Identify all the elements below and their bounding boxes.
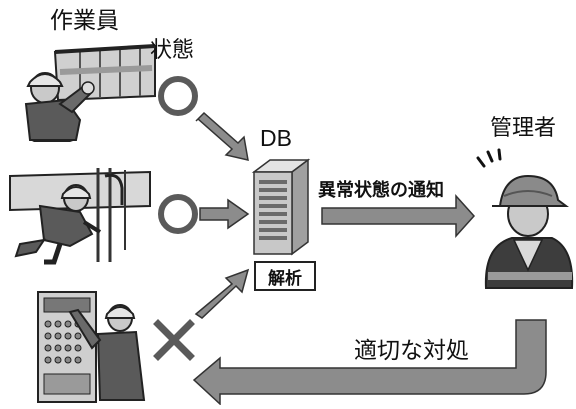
analysis-label: 解析 [268,268,302,289]
worker-2-illustration [9,168,151,265]
worker-figure [68,304,146,401]
analysis-box: 解析 [254,261,316,291]
status-ng-icon-worker-3 [153,319,195,361]
control-panel-illustration [37,291,97,403]
anomaly-notification-label: 異常状態の通知 [318,180,444,201]
administrator-label: 管理者 [490,116,557,141]
worker-figure [14,184,102,265]
arrow-worker-3-to-db [194,268,250,319]
appropriate-response-label: 適切な対処 [354,338,469,364]
database-server-icon [251,158,311,256]
administrator-illustration [476,148,574,289]
db-label: DB [260,125,292,151]
arrow-worker-1-to-db [195,111,249,161]
alert-lines-icon [476,148,502,168]
status-label: 状態 [150,38,195,63]
arrow-worker-2-to-db [199,198,250,230]
status-ok-icon-worker-1 [158,76,198,116]
arrow-notification-to-admin [321,194,476,238]
worker-3-illustration [37,291,146,403]
worker-figure [24,72,95,142]
worker-1-illustration [24,44,156,142]
arrow-response-to-workers [192,319,547,406]
pipe-illustration [53,44,156,102]
workers-label: 作業員 [50,8,119,34]
status-ok-icon-worker-2 [158,194,198,234]
